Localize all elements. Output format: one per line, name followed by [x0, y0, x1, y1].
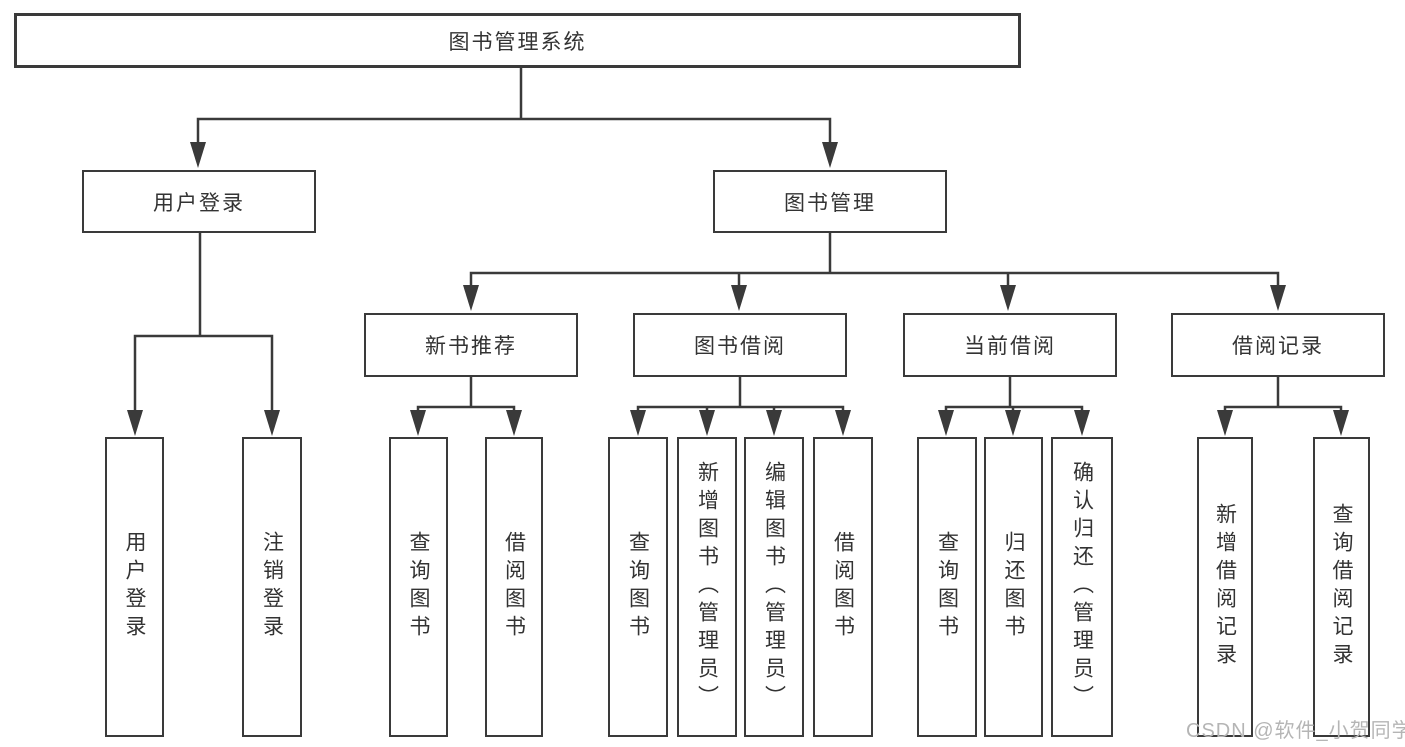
node-book-borrowing: 图书借阅 [633, 313, 847, 377]
node-label: 当前借阅 [964, 335, 1056, 358]
connector-arrows [127, 142, 1349, 436]
leaf-label: 新增图书（管理员） [695, 461, 719, 713]
arrow-down-icon [630, 410, 646, 436]
leaf-label: 借阅图书 [831, 531, 855, 643]
node-library-system: 图书管理系统 [14, 13, 1021, 68]
node-label: 图书借阅 [694, 335, 786, 358]
arrow-down-icon [1217, 410, 1233, 436]
leaf-label: 新增借阅记录 [1213, 503, 1237, 671]
arrow-down-icon [699, 410, 715, 436]
leaf-confirm-return-admin: 确认归还（管理员） [1051, 437, 1113, 737]
node-borrowing-records: 借阅记录 [1171, 313, 1385, 377]
arrow-down-icon [264, 410, 280, 436]
arrow-down-icon [1005, 410, 1021, 436]
leaf-label: 注销登录 [260, 531, 284, 643]
arrow-down-icon [127, 410, 143, 436]
node-label: 图书管理系统 [448, 30, 587, 54]
leaf-query-books-recommend: 查询图书 [389, 437, 448, 737]
connector-lines [133, 67, 1343, 411]
leaf-label: 查询借阅记录 [1330, 503, 1353, 671]
connector-userlogin-bar [133, 334, 274, 410]
arrow-down-icon [1000, 285, 1016, 311]
node-label: 新书推荐 [425, 335, 517, 358]
arrow-down-icon [766, 410, 782, 436]
connector-leafbar-newbook [416, 405, 516, 411]
leaf-logout: 注销登录 [242, 437, 302, 737]
arrow-down-icon [1074, 410, 1090, 436]
arrow-down-icon [1270, 285, 1286, 311]
arrow-down-icon [835, 410, 851, 436]
watermark: CSDN @软件_小贺同学 [1186, 720, 1405, 742]
node-user-login: 用户登录 [82, 170, 316, 233]
arrow-down-icon [822, 142, 838, 168]
leaf-label: 查询图书 [935, 531, 959, 643]
leaf-label: 确认归还（管理员） [1070, 461, 1094, 713]
node-label: 借阅记录 [1232, 335, 1324, 358]
connector-bookmgmt-bar [469, 271, 1280, 286]
arrow-down-icon [506, 410, 522, 436]
arrow-down-icon [731, 285, 747, 311]
leaf-borrow-books-recommend: 借阅图书 [485, 437, 543, 737]
connector-leafbar-borrow [636, 405, 845, 411]
arrow-down-icon [190, 142, 206, 168]
node-label: 用户登录 [153, 191, 245, 215]
arrow-down-icon [463, 285, 479, 311]
connector-leafbar-records [1223, 405, 1343, 411]
leaf-return-books: 归还图书 [984, 437, 1043, 737]
leaf-label: 用户登录 [123, 531, 146, 643]
leaf-query-books-current: 查询图书 [917, 437, 977, 737]
leaf-add-borrow-record: 新增借阅记录 [1197, 437, 1253, 737]
leaf-label: 编辑图书（管理员） [762, 461, 786, 713]
node-label: 图书管理 [784, 191, 876, 215]
arrow-down-icon [938, 410, 954, 436]
leaf-query-borrow-record: 查询借阅记录 [1313, 437, 1370, 737]
connector-root-bar [196, 117, 832, 143]
node-new-book-recommend: 新书推荐 [364, 313, 578, 377]
leaf-user-login: 用户登录 [105, 437, 164, 737]
leaf-add-book-admin: 新增图书（管理员） [677, 437, 737, 737]
leaf-label: 查询图书 [626, 531, 650, 643]
node-book-management: 图书管理 [713, 170, 947, 233]
leaf-borrow-books-borrowing: 借阅图书 [813, 437, 873, 737]
arrow-down-icon [410, 410, 426, 436]
leaf-label: 查询图书 [407, 531, 430, 643]
leaf-label: 归还图书 [1002, 531, 1025, 643]
leaf-query-books-borrowing: 查询图书 [608, 437, 668, 737]
leaf-label: 借阅图书 [502, 531, 526, 643]
arrow-down-icon [1333, 410, 1349, 436]
node-current-borrowing: 当前借阅 [903, 313, 1117, 377]
leaf-edit-book-admin: 编辑图书（管理员） [744, 437, 804, 737]
